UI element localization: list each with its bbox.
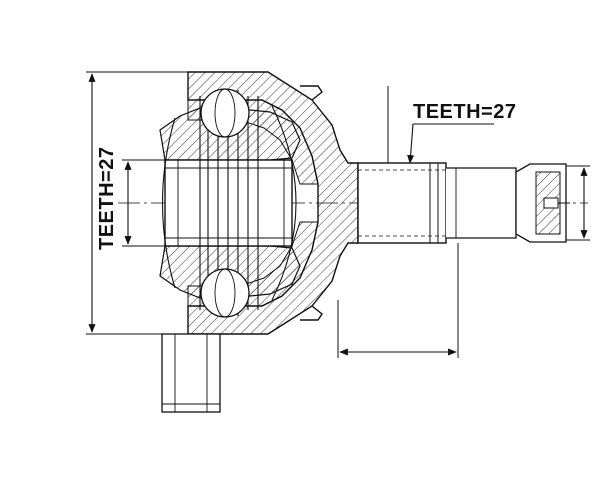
inner-spline-teeth-label: TEETH=27: [96, 146, 118, 250]
dim-right-length: [337, 86, 590, 358]
clamp-ridge-bottom: [300, 305, 323, 321]
ball-top: [200, 88, 250, 138]
leader-outer-spline: [407, 123, 494, 164]
spline-neck: [446, 167, 517, 239]
ball-bottom: [200, 268, 250, 318]
outer-spline: [357, 162, 447, 244]
dim-left-height: [86, 71, 188, 335]
cage-arc-right: [271, 105, 297, 301]
cage-arc-left: [161, 117, 176, 289]
dim-left-spline: [122, 159, 165, 247]
clamp-ridge-top: [300, 85, 323, 101]
drive-shaft: [161, 333, 221, 413]
outer-spline-teeth-label: TEETH=27: [413, 101, 517, 123]
